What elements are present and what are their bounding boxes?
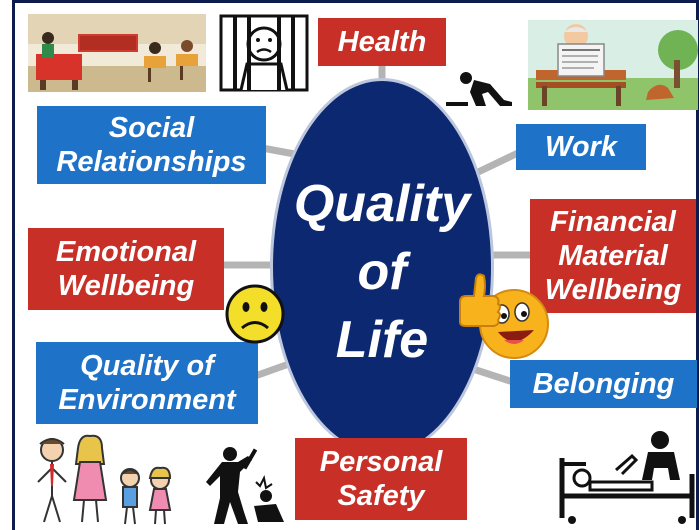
top-frame-border: [12, 0, 699, 3]
belonging-label: Belonging: [532, 368, 675, 400]
personal-safety-box: Personal Safety: [295, 438, 467, 520]
health-label: Health: [337, 26, 427, 58]
right-frame-border: [696, 0, 699, 530]
emotional-wellbeing-box: Emotional Wellbeing: [28, 228, 224, 310]
safety-line-2: Safety: [337, 480, 425, 512]
hospital-bed-icon: [559, 431, 695, 524]
financial-line-3: Wellbeing: [544, 274, 682, 306]
prisoner-face-icon: [219, 14, 309, 92]
left-frame-border: [12, 0, 15, 530]
connector-belonging: [466, 364, 517, 386]
belonging-box: Belonging: [510, 360, 697, 408]
center-title-line-3: Life: [335, 311, 429, 369]
financial-material-wellbeing-box: Financial Material Wellbeing: [530, 199, 696, 313]
thumbs-up-smiley-icon: [459, 273, 549, 359]
health-box: Health: [318, 18, 446, 66]
emotional-line-1: Emotional: [55, 236, 197, 268]
center-title-line-1: Quality: [293, 175, 471, 233]
classroom-illustration: [28, 14, 206, 92]
work-box: Work: [516, 124, 646, 170]
fallen-person-icon: [446, 72, 512, 106]
environment-line-1: Quality of: [80, 350, 214, 382]
social-line-2: Relationships: [56, 146, 247, 178]
work-label: Work: [545, 131, 617, 163]
center-title: Quality of Life: [270, 170, 494, 374]
safety-line-1: Personal: [319, 446, 443, 478]
social-line-1: Social: [108, 112, 195, 144]
financial-line-2: Material: [558, 240, 668, 272]
environment-line-2: Environment: [58, 384, 236, 416]
quality-of-environment-box: Quality of Environment: [36, 342, 258, 424]
connector-work: [468, 148, 524, 179]
emotional-line-2: Wellbeing: [57, 270, 195, 302]
elderly-man-reading-newspaper-illustration: [528, 20, 698, 110]
sad-face-emoji-icon: [225, 284, 285, 344]
social-relationships-box: Social Relationships: [37, 106, 266, 184]
family-illustration: [37, 434, 172, 525]
financial-line-1: Financial: [550, 206, 676, 238]
center-oval: [270, 78, 494, 456]
assault-icon: [206, 447, 284, 524]
center-title-line-2: of: [357, 243, 407, 301]
